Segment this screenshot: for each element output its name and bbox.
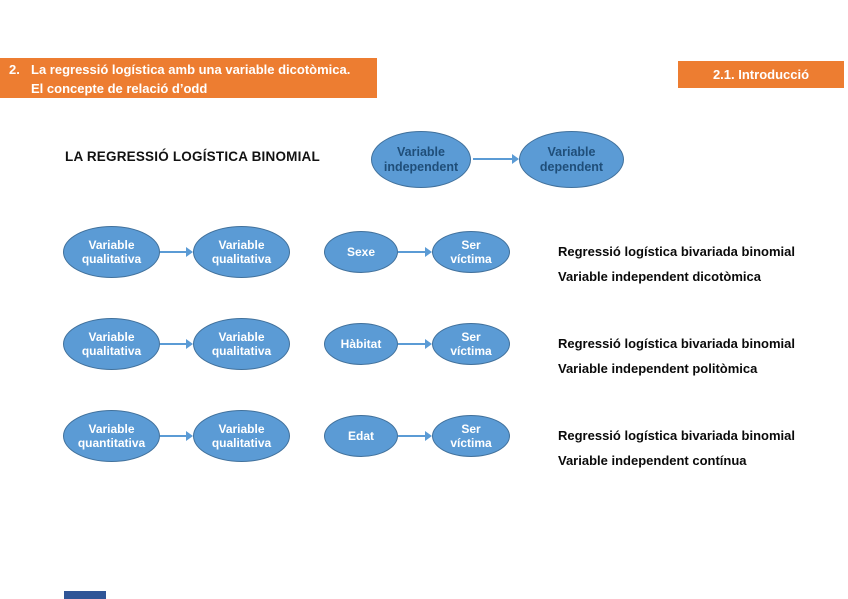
page-title: LA REGRESSIÓ LOGÍSTICA BINOMIAL [65, 149, 320, 164]
example-from-ellipse: Hàbitat [324, 323, 398, 365]
header-title-line1: La regressió logística amb una variable … [31, 62, 351, 77]
header-title-line2: El concepte de relació d’odd [31, 81, 208, 96]
ellipse-to: Variable qualitativa [193, 410, 290, 462]
diagram-row: Variable qualitativa Variable qualitativ… [0, 226, 848, 284]
arrow-right-icon [398, 247, 432, 257]
arrow-right-icon [398, 339, 432, 349]
row-caption: Regressió logística bivariada binomial V… [558, 423, 795, 473]
caption-line1: Regressió logística bivariada binomial [558, 244, 795, 259]
caption-line2: Variable independent dicotòmica [558, 269, 761, 284]
diagram-row: Variable qualitativa Variable qualitativ… [0, 318, 848, 376]
caption-line2: Variable independent politòmica [558, 361, 758, 376]
arrow-right-icon [160, 339, 193, 349]
ellipse-variable-independent: Variable independent [371, 131, 471, 188]
ellipse-from: Variable qualitativa [63, 226, 160, 278]
row-caption: Regressió logística bivariada binomial V… [558, 331, 795, 381]
example-to-ellipse: Ser víctima [432, 415, 510, 457]
arrow-right-icon [473, 154, 519, 164]
example-to-ellipse: Ser víctima [432, 323, 510, 365]
arrow-right-icon [160, 247, 193, 257]
ellipse-from: Variable quantitativa [63, 410, 160, 462]
header-number: 2. [9, 62, 20, 77]
header-bar: 2. La regressió logística amb una variab… [0, 58, 377, 98]
arrow-right-icon [160, 431, 193, 441]
ellipse-from: Variable qualitativa [63, 318, 160, 370]
row-caption: Regressió logística bivariada binomial V… [558, 239, 795, 289]
caption-line2: Variable independent contínua [558, 453, 747, 468]
header-title: La regressió logística amb una variable … [31, 60, 377, 98]
ellipse-to: Variable qualitativa [193, 318, 290, 370]
section-badge: 2.1. Introducció [678, 61, 844, 88]
example-from-ellipse: Sexe [324, 231, 398, 273]
ellipse-to: Variable qualitativa [193, 226, 290, 278]
example-from-ellipse: Edat [324, 415, 398, 457]
caption-line1: Regressió logística bivariada binomial [558, 428, 795, 443]
example-to-ellipse: Ser víctima [432, 231, 510, 273]
caption-line1: Regressió logística bivariada binomial [558, 336, 795, 351]
diagram-row: Variable quantitativa Variable qualitati… [0, 410, 848, 468]
footer-bar [64, 591, 106, 599]
arrow-right-icon [398, 431, 432, 441]
ellipse-variable-dependent: Variable dependent [519, 131, 624, 188]
